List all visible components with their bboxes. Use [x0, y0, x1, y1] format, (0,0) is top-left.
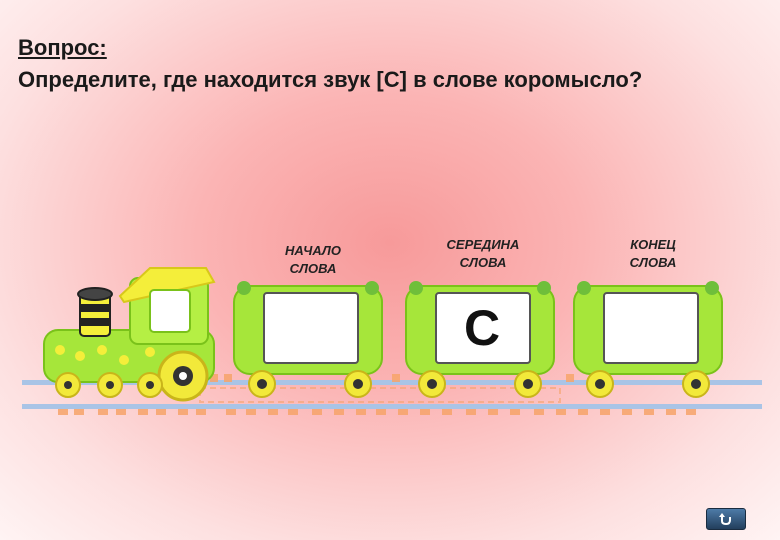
question-block: Вопрос: Определите, где находится звук […: [18, 34, 762, 95]
wagon-label-end: КОНЕЦ СЛОВА: [629, 237, 677, 270]
wagon-end: [573, 281, 723, 398]
wagon-start: [233, 281, 383, 398]
return-button[interactable]: [706, 508, 746, 530]
wagon-label-start: НАЧАЛО СЛОВА: [285, 243, 341, 276]
railway-track: [22, 374, 762, 415]
question-heading: Вопрос:: [18, 35, 107, 60]
locomotive: [43, 267, 216, 402]
wagon-label-middle: СЕРЕДИНА СЛОВА: [446, 237, 520, 270]
return-arrow-icon: [719, 513, 731, 526]
wagon-middle: [405, 281, 555, 398]
question-text: Определите, где находится звук [С] в сло…: [18, 67, 643, 92]
wagon-middle-letter: С: [463, 300, 501, 356]
